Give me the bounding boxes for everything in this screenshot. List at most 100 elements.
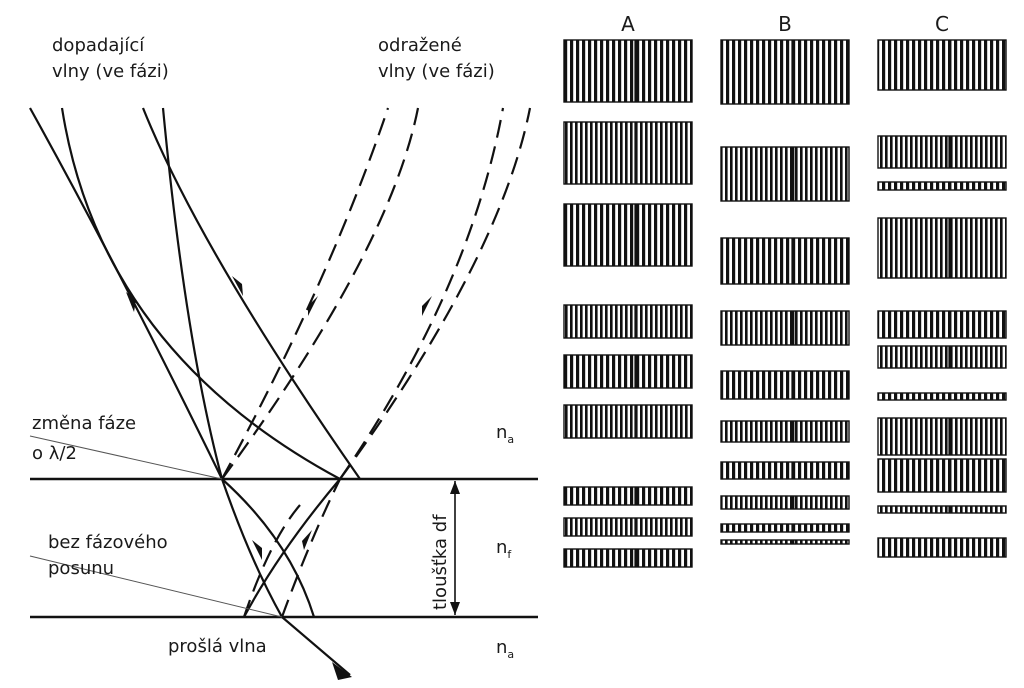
fringe-band-b-5-core xyxy=(791,371,795,399)
index-film-label: nf xyxy=(496,537,512,561)
fringe-band-b-9 xyxy=(720,523,850,533)
fringe-band-a-1 xyxy=(563,39,693,103)
phase-change-label-line2: o λ/2 xyxy=(32,443,77,464)
fringe-band-a-9 xyxy=(563,548,693,568)
fringe-band-c-1-core xyxy=(948,40,952,90)
fringe-band-a-2-core xyxy=(634,122,638,184)
fringe-band-b-10 xyxy=(720,539,850,545)
fringe-band-b-5 xyxy=(720,370,850,400)
fringe-band-a-8-core xyxy=(634,518,638,536)
fringe-band-c-2 xyxy=(877,135,1007,169)
incident-ray-4 xyxy=(161,107,224,480)
column-b-header: B xyxy=(778,12,792,36)
fringe-band-b-1 xyxy=(720,39,850,105)
column-c-header: C xyxy=(935,12,949,36)
arrowhead-reflected-1 xyxy=(308,296,318,316)
fringe-band-c-2-core xyxy=(948,136,952,168)
reflected-label-line2: vlny (ve fázi) xyxy=(378,61,495,82)
phase-change-label-line1: změna fáze xyxy=(32,413,136,434)
incident-ray-2 xyxy=(60,107,341,480)
transmitted-label: prošlá vlna xyxy=(168,636,267,657)
fringe-band-a-9-core xyxy=(634,549,638,567)
fringe-band-a-4-core xyxy=(634,305,638,338)
fringe-band-a-2 xyxy=(563,121,693,185)
fringe-band-b-7 xyxy=(720,461,850,480)
fringe-band-a-6 xyxy=(563,404,693,439)
fringe-band-c-4 xyxy=(877,217,1007,279)
fringe-band-b-3-core xyxy=(791,238,795,284)
arrowheads xyxy=(126,276,432,680)
reflected-ray-1 xyxy=(221,107,390,480)
arrowhead-transmitted xyxy=(332,662,352,680)
fringe-band-b-6-core xyxy=(791,421,795,442)
fringe-band-b-2 xyxy=(720,146,850,202)
pattern-column-c xyxy=(877,39,1007,558)
fringe-band-c-6 xyxy=(877,345,1007,369)
fringe-band-c-5 xyxy=(877,310,1007,339)
fringe-band-c-10-core xyxy=(948,506,952,513)
fringe-band-c-6-core xyxy=(948,346,952,368)
fringe-band-c-9 xyxy=(877,458,1007,493)
thickness-label: tloušťka df xyxy=(430,514,451,610)
fringe-band-b-6 xyxy=(720,420,850,443)
fringe-band-b-7-core xyxy=(791,462,795,479)
thickness-indicator: tloušťka df xyxy=(430,481,460,615)
refracted-ray-3 xyxy=(243,478,341,618)
fringe-band-b-10-core xyxy=(791,540,795,544)
fringe-band-b-1-core xyxy=(791,40,795,104)
reflected-label-line1: odražené xyxy=(378,35,462,56)
arrowhead-film-up xyxy=(302,530,312,550)
index-top-label: na xyxy=(496,422,514,446)
interfaces xyxy=(30,477,538,619)
fringe-band-b-9-core xyxy=(791,524,795,532)
arrowhead-incident-2 xyxy=(232,276,243,296)
index-bottom-label: na xyxy=(496,637,514,661)
fringe-band-a-3 xyxy=(563,203,693,267)
fringe-band-c-3 xyxy=(877,181,1007,191)
incident-label-line1: dopadající xyxy=(52,35,145,56)
refracted-ray-1 xyxy=(220,478,283,618)
fringe-band-a-5 xyxy=(563,354,693,389)
transmitted-ray xyxy=(281,616,351,676)
fringe-band-c-9-core xyxy=(948,459,952,492)
fringe-band-c-7 xyxy=(877,392,1007,401)
fringe-band-c-7-core xyxy=(948,393,952,400)
column-a-header: A xyxy=(621,12,635,36)
fringe-band-a-7 xyxy=(563,486,693,506)
arrowhead-reflected-2 xyxy=(422,296,432,316)
fringe-band-b-8-core xyxy=(791,496,795,509)
reflected-ray-2 xyxy=(221,107,420,480)
fringe-band-b-4 xyxy=(720,310,850,346)
reflected-in-film-1 xyxy=(280,478,341,618)
no-phase-label-line2: posunu xyxy=(48,558,114,579)
fringe-patterns: A B C xyxy=(563,12,1007,568)
fringe-band-c-4-core xyxy=(948,218,952,278)
fringe-band-c-8 xyxy=(877,417,1007,456)
reflected-ray-4 xyxy=(339,107,532,480)
fringe-band-a-8 xyxy=(563,517,693,537)
reflected-ray-3 xyxy=(339,107,505,480)
pattern-column-b xyxy=(720,39,850,545)
fringe-band-c-10 xyxy=(877,505,1007,514)
fringe-band-b-3 xyxy=(720,237,850,285)
fringe-band-c-11 xyxy=(877,537,1007,558)
incident-rays xyxy=(29,107,361,676)
fringe-band-b-4-core xyxy=(791,311,795,345)
fringe-band-a-5-core xyxy=(634,355,638,388)
fringe-band-c-3-core xyxy=(948,182,952,190)
fringe-band-c-1 xyxy=(877,39,1007,91)
fringe-band-c-11-core xyxy=(948,538,952,557)
incident-label-line2: vlny (ve fázi) xyxy=(52,61,169,82)
fringe-band-c-5-core xyxy=(948,311,952,338)
text-labels: dopadající vlny (ve fázi) odražené vlny … xyxy=(32,35,514,661)
fringe-band-a-3-core xyxy=(634,204,638,266)
fringe-band-a-6-core xyxy=(634,405,638,438)
reflected-rays xyxy=(221,107,532,618)
reflected-in-film-2 xyxy=(242,504,301,618)
fringe-band-a-7-core xyxy=(634,487,638,505)
fringe-band-b-2-core xyxy=(791,147,795,201)
refracted-ray-2 xyxy=(221,478,316,618)
fringe-band-a-1-core xyxy=(634,40,638,102)
